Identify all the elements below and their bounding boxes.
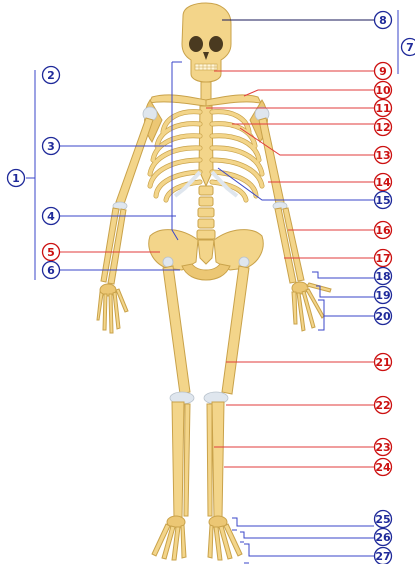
humerus-right bbox=[259, 118, 284, 204]
marker-label: 12 bbox=[375, 121, 390, 134]
marker-27: 27 bbox=[375, 548, 392, 564]
marker-label: 6 bbox=[47, 264, 55, 277]
marker-label: 18 bbox=[375, 270, 390, 283]
marker-label: 9 bbox=[379, 65, 387, 78]
marker-4: 4 bbox=[43, 208, 60, 225]
marker-label: 15 bbox=[375, 194, 390, 207]
marker-label: 21 bbox=[375, 356, 390, 369]
marker-label: 5 bbox=[47, 246, 55, 259]
marker-label: 2 bbox=[47, 69, 55, 82]
marker-3: 3 bbox=[43, 138, 60, 155]
right-clavicle bbox=[206, 95, 261, 106]
marker-24: 24 bbox=[375, 459, 392, 476]
marker-label: 4 bbox=[47, 210, 55, 223]
marker-label: 24 bbox=[375, 461, 391, 474]
marker-label: 8 bbox=[379, 14, 387, 27]
marker-16: 16 bbox=[375, 222, 392, 239]
marker-label: 7 bbox=[406, 41, 414, 54]
marker-21: 21 bbox=[375, 354, 392, 371]
marker-25: 25 bbox=[375, 511, 392, 528]
marker-26: 26 bbox=[375, 529, 392, 546]
marker-10: 10 bbox=[375, 82, 392, 99]
marker-label: 23 bbox=[375, 441, 390, 454]
marker-label: 1 bbox=[12, 172, 20, 185]
marker-label: 14 bbox=[375, 176, 391, 189]
marker-2: 2 bbox=[43, 67, 60, 84]
marker-14: 14 bbox=[375, 174, 392, 191]
marker-12: 12 bbox=[375, 119, 392, 136]
marker-19: 19 bbox=[375, 287, 392, 304]
left-clavicle bbox=[149, 95, 206, 106]
marker-8: 8 bbox=[375, 12, 392, 29]
marker-7: 7 bbox=[402, 39, 415, 56]
marker-18: 18 bbox=[375, 268, 392, 285]
marker-label: 26 bbox=[375, 531, 391, 544]
right-leg bbox=[204, 266, 249, 560]
humerus-left bbox=[116, 118, 153, 204]
marker-11: 11 bbox=[375, 100, 392, 117]
marker-15: 15 bbox=[375, 192, 392, 209]
marker-9: 9 bbox=[375, 63, 392, 80]
marker-label: 20 bbox=[375, 310, 391, 323]
marker-label: 22 bbox=[375, 399, 390, 412]
marker-22: 22 bbox=[375, 397, 392, 414]
marker-17: 17 bbox=[375, 250, 392, 267]
marker-label: 27 bbox=[375, 550, 390, 563]
marker-label: 10 bbox=[375, 84, 391, 97]
marker-label: 25 bbox=[375, 513, 390, 526]
left-arm bbox=[97, 107, 157, 333]
marker-label: 11 bbox=[375, 102, 390, 115]
marker-6: 6 bbox=[43, 262, 60, 279]
marker-5: 5 bbox=[43, 244, 60, 261]
vertebral-column bbox=[197, 186, 215, 239]
skeleton bbox=[97, 3, 331, 560]
marker-label: 16 bbox=[375, 224, 391, 237]
marker-label: 3 bbox=[47, 140, 55, 153]
marker-20: 20 bbox=[375, 308, 392, 325]
marker-23: 23 bbox=[375, 439, 392, 456]
marker-13: 13 bbox=[375, 147, 392, 164]
marker-label: 17 bbox=[375, 252, 390, 265]
marker-1: 1 bbox=[8, 170, 25, 187]
left-leg bbox=[152, 266, 194, 560]
marker-label: 13 bbox=[375, 149, 390, 162]
skull bbox=[182, 3, 231, 82]
marker-label: 19 bbox=[375, 289, 390, 302]
